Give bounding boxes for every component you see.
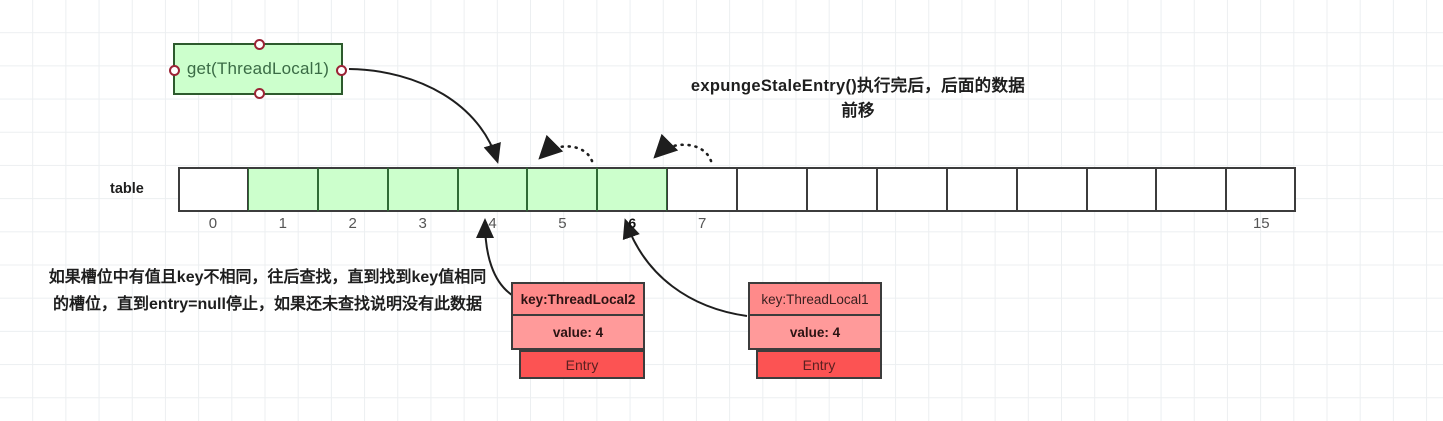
table-index-14 (1156, 215, 1226, 232)
anchor-bottom-circle[interactable] (254, 88, 265, 99)
table-index-15: 15 (1252, 215, 1270, 232)
table-cell-10[interactable] (876, 167, 947, 212)
table-index-4: 4 (488, 215, 497, 232)
table-cell-11[interactable] (946, 167, 1017, 212)
table-index-3: 3 (418, 215, 427, 232)
anchor-right-circle[interactable] (336, 65, 347, 76)
entry-value-label: value: 4 (511, 316, 645, 350)
table-cells (178, 167, 1297, 212)
table-index-13 (1087, 215, 1157, 232)
table-cell-8[interactable] (737, 167, 808, 212)
entry-footer-label: Entry (756, 350, 882, 379)
table-index-8 (737, 215, 807, 232)
entry-box-threadlocal1[interactable]: key:ThreadLocal1 value: 4 Entry (748, 282, 882, 379)
table-cell-7[interactable] (667, 167, 738, 212)
table-index-row: 0 1 2 3 4 5 6 7 15 (178, 215, 1296, 232)
table-index-12 (1017, 215, 1087, 232)
entry-box-threadlocal2[interactable]: key:ThreadLocal2 value: 4 Entry (511, 282, 645, 379)
table-index-9 (807, 215, 877, 232)
table-index-5: 5 (558, 215, 567, 232)
get-threadlocal-node[interactable]: get(ThreadLocal1) (169, 39, 347, 99)
table-cell-2[interactable] (317, 167, 388, 212)
table-index-7: 7 (698, 215, 707, 232)
table-cell-15[interactable] (1226, 167, 1297, 212)
table-cell-9[interactable] (807, 167, 877, 212)
entry-footer-label: Entry (519, 350, 645, 379)
entry-key-label: key:ThreadLocal1 (748, 282, 882, 316)
anchor-left-circle[interactable] (169, 65, 180, 76)
anchor-top-circle[interactable] (254, 39, 265, 50)
dotted-arc-7-to-6 (653, 133, 713, 163)
table-index-11 (947, 215, 1017, 232)
table-cell-14[interactable] (1156, 167, 1227, 212)
table-cell-4[interactable] (457, 167, 528, 212)
table-cell-13[interactable] (1086, 167, 1157, 212)
dotted-arc-6-to-5 (538, 134, 594, 163)
table-cell-12[interactable] (1016, 167, 1087, 212)
table-index-10 (877, 215, 947, 232)
table-index-1: 1 (278, 215, 287, 232)
table-cell-0[interactable] (178, 167, 248, 212)
entry-value-label: value: 4 (748, 316, 882, 350)
table-cell-1[interactable] (247, 167, 318, 212)
table-index-2: 2 (348, 215, 357, 232)
explanation-note: 如果槽位中有值且key不相同，往后查找，直到找到key值相同的槽位，直到entr… (48, 269, 487, 313)
table-cell-5[interactable] (527, 167, 598, 212)
entry-key-label: key:ThreadLocal2 (511, 282, 645, 316)
table-cell-6[interactable] (597, 167, 668, 212)
diagram-title: expungeStaleEntry()执行完后，后面的数据前移 (690, 77, 1026, 120)
table-index-6: 6 (628, 215, 637, 231)
arrow-get-to-slot4 (348, 68, 501, 164)
get-node-label: get(ThreadLocal1) (186, 59, 330, 78)
table-index-0: 0 (208, 215, 218, 232)
table-cell-3[interactable] (387, 167, 458, 212)
table-label: table (110, 181, 144, 197)
